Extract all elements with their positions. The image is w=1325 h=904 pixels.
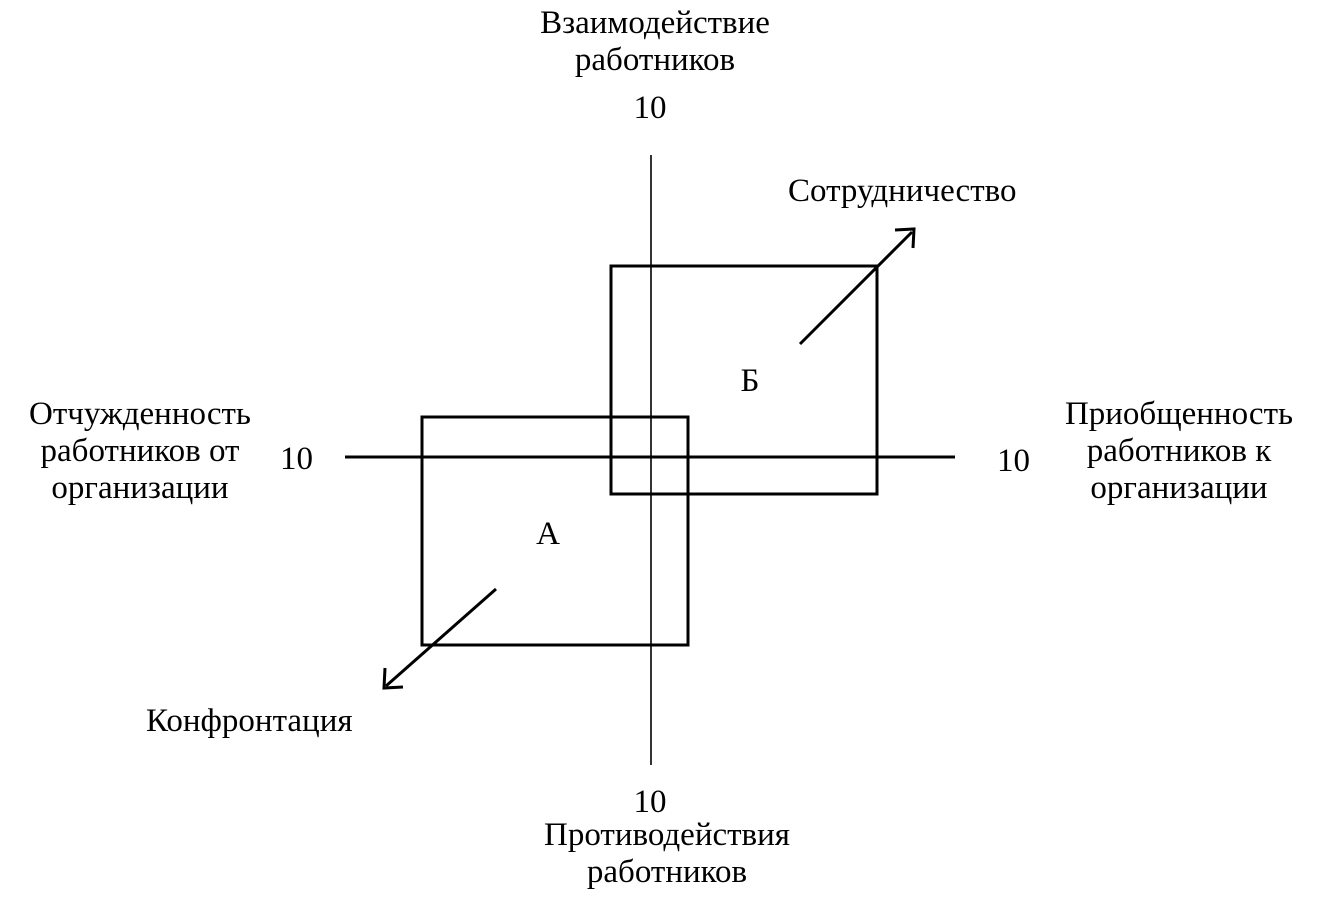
top-axis-value: 10 [633,90,667,126]
bottom-axis-value: 10 [633,784,667,820]
cooperation-arrowhead [894,227,916,249]
top-axis-label-line-2: работников [574,42,736,78]
left-axis-label-line-2: работников от [40,433,240,469]
bottom-axis-label-line-2: работников [586,854,748,890]
bottom-axis-label: Противодействия работников [467,817,867,891]
right-axis-value: 10 [997,443,1030,479]
right-axis-label-line-1: Приобщенность [1064,396,1294,432]
cooperation-label: Сотрудничество [788,173,1017,209]
zone-b-label: Б [740,363,760,399]
left-axis-label-line-3: организации [51,470,229,506]
cooperation-arrow [798,230,914,346]
right-axis-label-line-2: работников к [1086,433,1272,469]
zone-b-box [609,264,879,496]
left-axis-value: 10 [280,441,313,477]
right-axis-label-line-3: организации [1090,470,1268,506]
zone-a-box [420,415,690,647]
zone-a-label: А [536,516,560,552]
confrontation-arrow [385,587,497,688]
bottom-axis-label-line-1: Противодействия [544,817,790,853]
right-axis-label: Приобщенность работников к организации [1038,396,1320,507]
top-axis-label: Взаимодействие работников [455,5,855,79]
confrontation-label: Конфронтация [146,703,353,739]
confrontation-arrowhead [382,667,404,690]
top-axis-label-line-1: Взаимодействие [540,5,770,41]
left-axis-label: Отчужденность работников от организации [5,396,275,507]
left-axis-label-line-1: Отчужденность [29,396,251,432]
